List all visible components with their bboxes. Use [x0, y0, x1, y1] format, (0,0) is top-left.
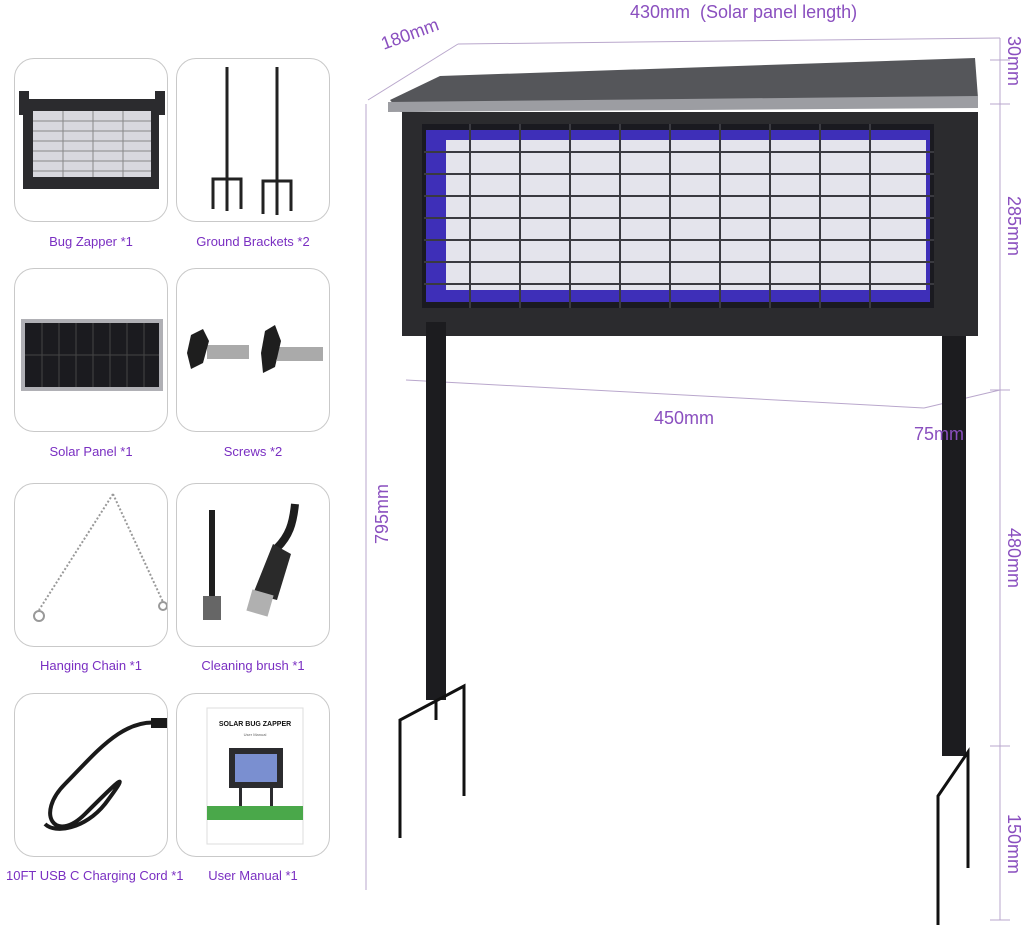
top-dimension: 30mm [1004, 36, 1024, 87]
label-cleaning-brush: Cleaning brush *1 [201, 658, 305, 673]
stake-dimension: 150mm [1004, 814, 1024, 875]
card-cleaning-brush [176, 483, 330, 647]
ground-brackets-image [211, 67, 293, 215]
label-solar-panel: Solar Panel *1 [49, 444, 133, 459]
ground-stakes [398, 683, 970, 925]
height-total-dimension: 795mm [372, 483, 392, 544]
card-solar-panel [14, 268, 168, 432]
label-charging-cord: 10FT USB C Charging Cord *1 [6, 868, 184, 883]
label-ground-brackets: Ground Brackets *2 [196, 234, 310, 249]
left-pole [426, 322, 446, 700]
depth-dim-line [367, 43, 459, 101]
charging-cord-image [43, 718, 167, 831]
card-bug-zapper [14, 58, 168, 222]
card-hanging-chain [14, 483, 168, 647]
manual-title: SOLAR BUG ZAPPER [219, 721, 291, 728]
solar-panel-image [21, 319, 163, 391]
user-manual-image: SOLAR BUG ZAPPER User Manual [206, 707, 304, 845]
label-hanging-chain: Hanging Chain *1 [40, 658, 142, 673]
screws-image [187, 325, 323, 373]
width-dim-line [405, 379, 925, 409]
width-dimension: 450mm [654, 408, 715, 428]
body-dimension: 285mm [1004, 196, 1024, 257]
label-bug-zapper: Bug Zapper *1 [49, 234, 133, 249]
solar-length-dimension: 430mm (Solar panel length) [630, 2, 858, 22]
manual-subtitle: User Manual [244, 732, 267, 737]
card-user-manual: SOLAR BUG ZAPPER User Manual [176, 693, 330, 857]
bug-zapper-image [19, 91, 165, 189]
cleaning-brush-image [203, 503, 299, 620]
label-user-manual: User Manual *1 [208, 868, 298, 883]
card-screws [176, 268, 330, 432]
pole-mid-dimension: 480mm [1004, 528, 1024, 589]
card-charging-cord [14, 693, 168, 857]
hanging-chain-image [33, 493, 167, 622]
card-ground-brackets [176, 58, 330, 222]
length-dim-line [457, 37, 1001, 45]
label-screws: Screws *2 [223, 444, 283, 459]
right-pole [942, 336, 966, 756]
pole-width-dimension: 75mm [914, 424, 965, 444]
